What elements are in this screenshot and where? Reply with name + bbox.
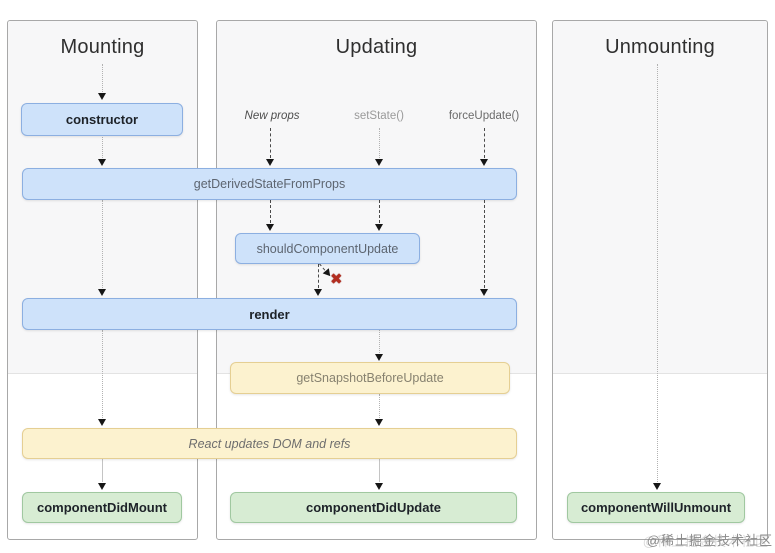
arrowhead-into-didmount [98, 483, 106, 490]
arrowhead-into-constructor [98, 93, 106, 100]
arrowhead-into-getderived-newprops [266, 159, 274, 166]
column-title-unmounting: Unmounting [605, 36, 715, 58]
arrowhead-into-getderived-setstate [375, 159, 383, 166]
box-constructor: constructor [21, 103, 183, 136]
trigger-label-new-props: New props [244, 110, 300, 122]
flow-line-title-to-constructor [101, 64, 103, 92]
box-component-did-mount: componentDidMount [22, 492, 182, 523]
watermark-text: @稀土掘金技术社区 [646, 533, 773, 548]
arrowhead-into-render-forceupdate [480, 289, 488, 296]
flow-line-getderived-to-render-mounting [101, 200, 103, 288]
column-title-updating: Updating [335, 36, 418, 58]
flow-line-render-to-getsnapshot [378, 330, 380, 353]
arrowhead-into-shouldupdate-right [375, 224, 383, 231]
trigger-label-force-update: forceUpdate() [448, 110, 520, 122]
flow-line-unmounting-to-willunmount [656, 64, 658, 482]
box-component-will-unmount: componentWillUnmount [567, 492, 745, 523]
arrowhead-into-getderived-mounting [98, 159, 106, 166]
arrowhead-into-getsnapshot [375, 354, 383, 361]
arrowhead-into-domupdate-updating [375, 419, 383, 426]
flow-line-domupdate-to-didupdate [378, 459, 380, 482]
box-get-snapshot-before-update: getSnapshotBeforeUpdate [230, 362, 510, 394]
flow-line-forceupdate-to-render [483, 200, 485, 288]
box-should-component-update: shouldComponentUpdate [235, 233, 420, 264]
flow-line-forceupdate-to-getderived [483, 128, 485, 158]
arrowhead-into-shouldupdate-left [266, 224, 274, 231]
flow-line-setstate-to-getderived [378, 128, 380, 158]
unmounting-render-phase-area [553, 21, 767, 374]
flow-line-getderived-to-shouldupdate-right [378, 200, 380, 223]
flow-line-domupdate-to-didmount [101, 459, 103, 482]
trigger-label-set-state: setState() [354, 110, 404, 122]
box-get-derived-state-from-props: getDerivedStateFromProps [22, 168, 517, 200]
flow-line-getderived-to-shouldupdate-left [269, 200, 271, 223]
arrowhead-into-getderived-forceupdate [480, 159, 488, 166]
box-component-did-update: componentDidUpdate [230, 492, 517, 523]
column-title-mounting: Mounting [60, 36, 145, 58]
flow-line-shouldupdate-to-render [317, 264, 319, 288]
arrowhead-into-render-shouldupdate [314, 289, 322, 296]
column-updating [216, 20, 537, 540]
flow-line-render-to-domupdate-mounting [101, 330, 103, 418]
arrowhead-into-willunmount [653, 483, 661, 490]
arrowhead-into-render-mounting [98, 289, 106, 296]
box-react-updates-dom-and-refs: React updates DOM and refs [22, 428, 517, 459]
flow-line-getsnapshot-to-domupdate [378, 394, 380, 418]
flow-line-newprops-to-getderived [269, 128, 271, 158]
arrowhead-into-didupdate [375, 483, 383, 490]
column-unmounting [552, 20, 768, 540]
flow-line-constructor-to-getderived [101, 137, 103, 158]
box-render: render [22, 298, 517, 330]
arrowhead-into-domupdate-mounting [98, 419, 106, 426]
cancel-x-icon: ✖ [330, 271, 343, 288]
